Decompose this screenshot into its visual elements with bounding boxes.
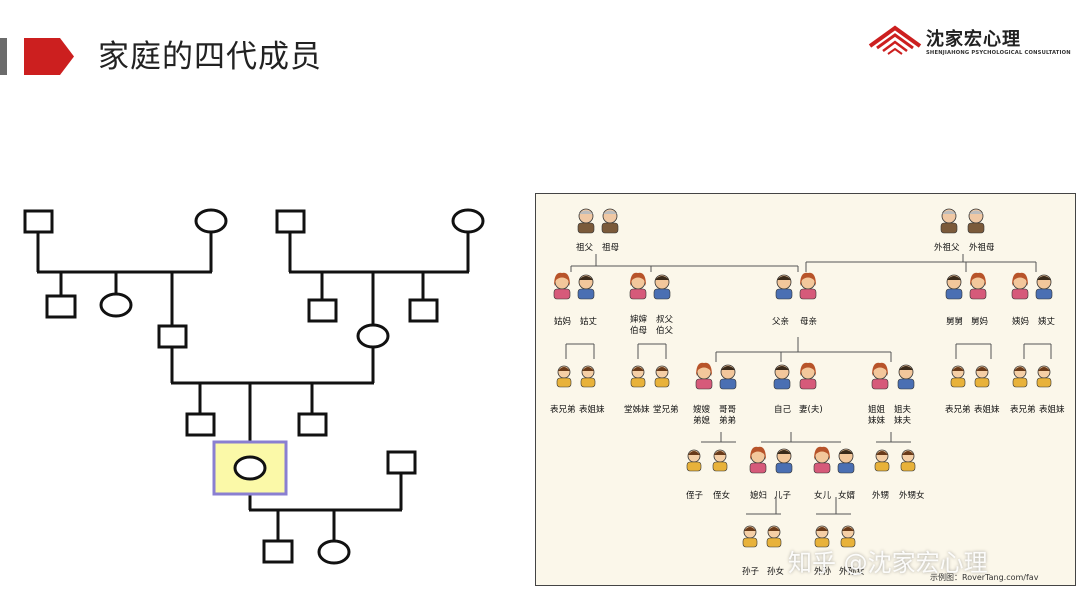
genogram-paternal-aunt [99,292,133,318]
label-grandma: 祖母 [602,242,619,253]
watermark: 知乎 @沈家宏心理 [788,549,988,577]
label-grandpa: 祖父 [576,242,594,253]
genogram-maternal-uncle-2 [408,298,439,323]
roof-logo-icon [868,25,922,55]
label-niece: 侄女 [713,490,731,501]
label-cousin4: 堂兄弟 [653,404,679,415]
label-grandson-2: 外孙 [814,566,832,577]
genogram-paternal-grandfather [23,209,54,234]
image-credit: 示例图：RoverTang.com/fav [930,573,1039,582]
label-brother-2: 弟弟 [719,415,736,426]
label-mother: 母亲 [800,316,817,327]
label-aunt-f: 姑妈 [554,316,571,327]
label-cousin7: 表兄弟 [1010,404,1036,415]
label-spouse: 妻(夫) [799,404,823,415]
label-cousin6: 表姐妹 [974,404,1000,415]
family-tree-illustration: 祖父 祖母 外祖父 外祖母 姑妈 姑丈 婶婶 伯母 叔父 伯父 父亲 母亲 舅舅… [535,193,1076,586]
label-uncle-m2: 姨丈 [1038,316,1056,327]
label-nephew-2: 外甥 [872,490,889,501]
label-niece-2: 外甥女 [899,490,925,501]
brand-logo: 沈家宏心理 SHENJIAHONG PSYCHOLOGICAL CONSULTA… [868,22,1071,62]
logo-subtitle: SHENJIAHONG PSYCHOLOGICAL CONSULTATION [926,50,1071,56]
genogram-daughter [317,539,351,565]
genogram-father [157,324,188,349]
accent-bar [0,38,7,75]
label-maternal-grandpa: 外祖父 [934,242,960,253]
label-daughter-in-law: 媳妇 [750,490,767,501]
label-self: 自己 [774,404,792,415]
label-cousin3: 堂姊妹 [624,404,650,415]
label-son-in-law: 女婿 [838,490,856,501]
label-maternal-grandma: 外祖母 [969,242,995,253]
label-cousin8: 表姐妹 [1039,404,1065,415]
label-grandson: 孙子 [742,566,760,577]
label-daughter: 女儿 [814,490,832,501]
label-aunt-wife2: 伯母 [630,325,647,336]
label-cousin1: 表兄弟 [550,404,576,415]
label-cousin2: 表姐妹 [579,404,605,415]
label-aunt-f-husband: 姑丈 [580,316,598,327]
family-tree-svg: 祖父 祖母 外祖父 外祖母 姑妈 姑丈 婶婶 伯母 叔父 伯父 父亲 母亲 舅舅… [550,208,1065,577]
label-brother-1: 哥哥 [719,405,737,415]
label-son: 儿子 [774,491,792,501]
label-uncle-m: 舅舅 [946,316,963,327]
genogram-sibling-1 [185,412,216,437]
genogram-self [233,455,267,481]
label-aunt-m2: 姨妈 [1012,316,1029,327]
label-nephew: 侄子 [686,490,704,501]
slide-title: 家庭的四代成员 [98,39,322,75]
accent-arrow-icon [24,38,74,75]
genogram-spouse [386,450,417,475]
label-aunt-m: 舅妈 [971,316,988,327]
genogram-maternal-grandmother [451,208,485,234]
label-brother-in-law-1: 姐夫 [894,404,912,415]
label-sister-2: 妹妹 [868,415,886,426]
label-cousin5: 表兄弟 [945,404,971,415]
label-granddaughter: 孙女 [767,566,785,577]
label-uncle-f2: 伯父 [656,325,674,336]
label-sister-in-law-1: 嫂嫂 [693,404,711,415]
label-sister-in-law-2: 弟媳 [693,415,711,426]
label-father: 父亲 [772,316,789,327]
label-uncle-f: 叔父 [656,314,674,325]
label-sister-1: 姐姐 [868,404,886,415]
genogram-maternal-grandfather [275,209,306,234]
logo-name: 沈家宏心理 [926,29,1021,50]
label-brother-in-law-2: 妹夫 [894,415,912,426]
genogram-paternal-grandmother [194,208,228,234]
genogram [23,208,485,565]
genogram-son [262,539,294,564]
genogram-mother [356,323,390,349]
genogram-sibling-2 [297,412,328,437]
genogram-paternal-uncle [45,294,77,319]
label-aunt-wife: 婶婶 [630,314,648,325]
genogram-maternal-uncle-1 [307,298,338,323]
label-granddaughter-2: 外孙女 [839,566,865,577]
